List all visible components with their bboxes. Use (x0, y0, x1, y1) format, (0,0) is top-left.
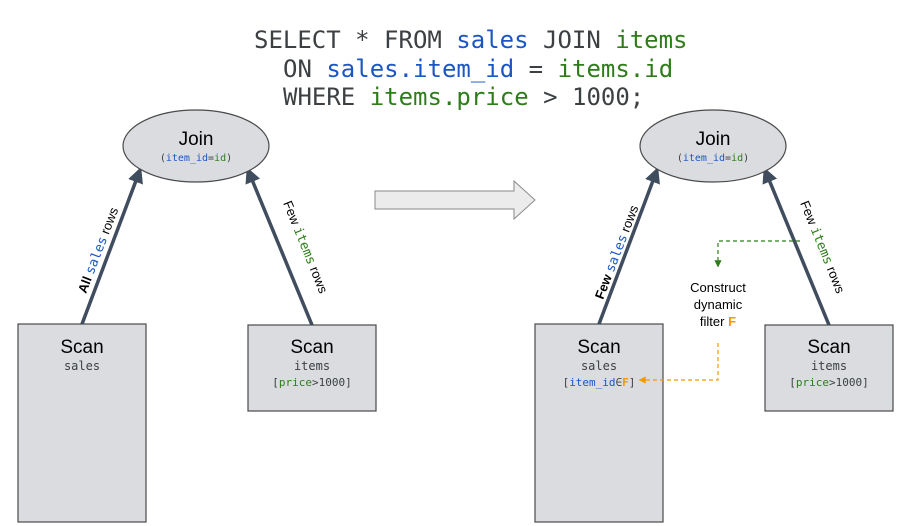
left-join-condition: (item_id=id) (160, 153, 232, 164)
right-edge-sales-label: Few sales rows (592, 203, 643, 302)
sql-line-3: WHERE items.price > 1000; (283, 83, 644, 111)
left-scan-items-filter: [price>1000] (272, 376, 352, 389)
left-edge-items-to-join (245, 167, 314, 326)
dynamic-filter-source-arrow (714, 240, 800, 268)
right-scan-sales-title: Scan (577, 337, 620, 358)
dynamic-filter-label-2: dynamic (694, 297, 743, 312)
right-plan: Scan sales [item_id∈F] Scan items [price… (534, 109, 894, 523)
left-scan-sales-title: Scan (60, 337, 103, 358)
left-join-node (122, 109, 270, 183)
right-scan-items-table: items (811, 359, 847, 373)
right-scan-sales-box (534, 323, 664, 523)
left-plan: Scan sales Scan items [price>1000] All s… (17, 109, 377, 523)
right-join-condition: (item_id=id) (677, 153, 749, 164)
right-scan-sales-table: sales (581, 359, 617, 373)
dynamic-filter-label-3: filter F (700, 314, 736, 329)
left-scan-items-title: Scan (290, 337, 333, 358)
sql-line-1: SELECT * FROM sales JOIN items (254, 26, 688, 54)
right-edge-sales-to-join (597, 167, 660, 325)
left-scan-items-table: items (294, 359, 330, 373)
dynamic-filter-apply-arrow (638, 343, 719, 384)
right-scan-items-title: Scan (807, 337, 850, 358)
sql-query: SELECT * FROM sales JOIN items ON sales.… (254, 26, 688, 111)
dynamic-filter-label-1: Construct (690, 280, 746, 295)
left-scan-items-box (247, 324, 377, 412)
right-edge-items-to-join (762, 167, 831, 326)
transform-arrow (374, 179, 536, 221)
right-scan-sales-filter: [item_id∈F] (563, 376, 636, 389)
right-scan-items-box (764, 324, 894, 412)
left-join-title: Join (179, 129, 214, 150)
right-join-node (639, 109, 787, 183)
right-edge-items-label: Few items rows (796, 199, 848, 297)
left-edge-items-label: Few items rows (279, 199, 331, 297)
left-scan-sales-table: sales (64, 359, 100, 373)
right-join-title: Join (696, 129, 731, 150)
left-edge-sales-to-join (80, 167, 143, 325)
sql-line-2: ON sales.item_id = items.id (283, 55, 673, 83)
left-scan-sales-box (17, 323, 147, 523)
right-scan-items-filter: [price>1000] (789, 376, 869, 389)
